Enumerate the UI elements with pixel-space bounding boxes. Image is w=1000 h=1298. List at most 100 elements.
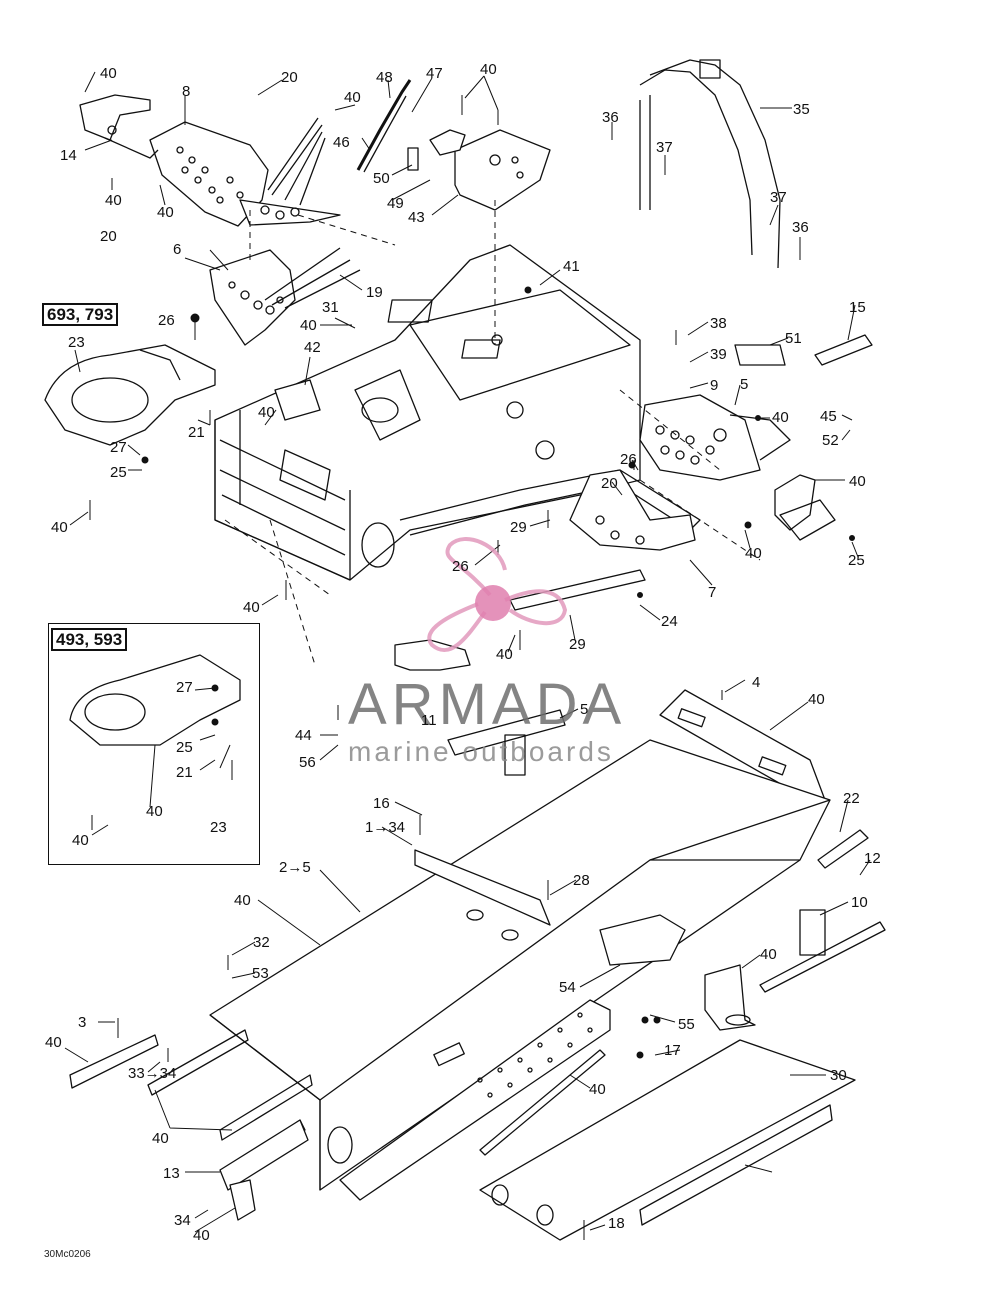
callout-label: 38 bbox=[710, 315, 727, 332]
callout-label: 40 bbox=[105, 192, 122, 209]
callout-label: 7 bbox=[708, 584, 717, 601]
callout-label: 43 bbox=[408, 209, 425, 226]
callout-label: 20 bbox=[601, 475, 618, 492]
callout-label: 51 bbox=[785, 330, 802, 347]
callout-label: 55 bbox=[678, 1016, 695, 1033]
callout-label: 40 bbox=[45, 1034, 62, 1051]
callout-label: 35 bbox=[793, 101, 810, 118]
callout-label: 41 bbox=[563, 258, 580, 275]
callout-label: 36 bbox=[602, 109, 619, 126]
callout-label: 40 bbox=[100, 65, 117, 82]
callout-label: 27 bbox=[176, 679, 193, 696]
callout-label: 6 bbox=[173, 241, 182, 258]
callout-label: 40 bbox=[772, 409, 789, 426]
callout-label: 8 bbox=[182, 83, 191, 100]
callout-label: 21 bbox=[188, 424, 205, 441]
callout-label: 40 bbox=[146, 803, 163, 820]
callout-label: 48 bbox=[376, 69, 393, 86]
callout-label: 31 bbox=[322, 299, 339, 316]
callout-label: 36 bbox=[792, 219, 809, 236]
callout-label: 42 bbox=[304, 339, 321, 356]
callout-label: 34 bbox=[174, 1212, 191, 1229]
callout-label: 20 bbox=[281, 69, 298, 86]
callout-label: 2→5 bbox=[279, 859, 311, 876]
callout-label: 40 bbox=[234, 892, 251, 909]
callout-label: 44 bbox=[295, 727, 312, 744]
callout-label: 27 bbox=[110, 439, 127, 456]
drawing-code: 30Mc0206 bbox=[44, 1249, 91, 1260]
callout-label: 37 bbox=[770, 189, 787, 206]
callout-label: 1→34 bbox=[365, 819, 406, 836]
callout-label: 5 bbox=[740, 376, 749, 393]
callout-label: 37 bbox=[656, 139, 673, 156]
callout-label: 4 bbox=[752, 674, 761, 691]
callout-label: 21 bbox=[176, 764, 193, 781]
callout-label: 18 bbox=[608, 1215, 625, 1232]
callout-label: 40 bbox=[72, 832, 89, 849]
inset-title-493-593: 493, 593 bbox=[51, 628, 128, 651]
callout-label: 30 bbox=[830, 1067, 847, 1084]
callout-label: 56 bbox=[299, 754, 316, 771]
callout-label: 23 bbox=[68, 334, 85, 351]
tunnel-body bbox=[209, 739, 831, 1201]
callout-label: 40 bbox=[152, 1130, 169, 1147]
callout-label: 47 bbox=[426, 65, 443, 82]
callout-label: 12 bbox=[864, 850, 881, 867]
callout-label: 11 bbox=[421, 712, 437, 729]
callout-label: 10 bbox=[851, 894, 868, 911]
callout-label: 26 bbox=[158, 312, 175, 329]
callout-label: 25 bbox=[848, 552, 865, 569]
callout-label: 17 bbox=[664, 1042, 681, 1059]
callout-label: 40 bbox=[51, 519, 68, 536]
callout-label: 32 bbox=[253, 934, 270, 951]
callout-label: 40 bbox=[589, 1081, 606, 1098]
callout-label: 40 bbox=[480, 61, 497, 78]
callout-label: 25 bbox=[176, 739, 193, 756]
watermark-word: ARMADA bbox=[348, 672, 627, 737]
callout-label: 29 bbox=[510, 519, 527, 536]
callout-label: 53 bbox=[252, 965, 269, 982]
watermark-subtitle: marine outboards bbox=[348, 736, 614, 767]
bracket-8 bbox=[149, 117, 341, 227]
callout-label: 29 bbox=[569, 636, 586, 653]
callout-label: 16 bbox=[373, 795, 390, 812]
callout-label: 40 bbox=[258, 404, 275, 421]
callout-label: 40 bbox=[496, 646, 513, 663]
callout-label: 50 bbox=[373, 170, 390, 187]
callout-label: 23 bbox=[210, 819, 227, 836]
callout-label: 40 bbox=[760, 946, 777, 963]
callout-label: 40 bbox=[300, 317, 317, 334]
callout-label: 40 bbox=[808, 691, 825, 708]
callout-label: 26 bbox=[452, 558, 469, 575]
callout-label: 28 bbox=[573, 872, 590, 889]
callout-label: 45 bbox=[820, 408, 837, 425]
callout-label: 3 bbox=[78, 1014, 87, 1031]
callout-label: 25 bbox=[110, 464, 127, 481]
callout-label: 54 bbox=[559, 979, 576, 996]
callout-label: 49 bbox=[387, 195, 404, 212]
callout-label: 40 bbox=[193, 1227, 210, 1244]
inset-title-693-793: 693, 793 bbox=[42, 303, 119, 326]
callout-label: 20 bbox=[100, 228, 117, 245]
main-frame bbox=[214, 244, 701, 581]
callout-label: 40 bbox=[157, 204, 174, 221]
callout-label: 9 bbox=[710, 377, 719, 394]
callout-label: 40 bbox=[243, 599, 260, 616]
callout-label: 39 bbox=[710, 346, 727, 363]
callout-label: 19 bbox=[366, 284, 383, 301]
inset-frame-493-593 bbox=[48, 623, 260, 865]
callout-label: 14 bbox=[60, 147, 77, 164]
callout-label: 33→34 bbox=[128, 1065, 177, 1082]
callout-label: 13 bbox=[163, 1165, 180, 1182]
callout-label: 40 bbox=[849, 473, 866, 490]
callout-label: 26 bbox=[620, 451, 637, 468]
callout-label: 5 bbox=[580, 701, 589, 718]
callout-label: 15 bbox=[849, 299, 866, 316]
callout-label: 24 bbox=[661, 613, 678, 630]
callout-label: 52 bbox=[822, 432, 839, 449]
callout-label: 22 bbox=[843, 790, 860, 807]
callout-label: 40 bbox=[745, 545, 762, 562]
callout-label: 46 bbox=[333, 134, 350, 151]
